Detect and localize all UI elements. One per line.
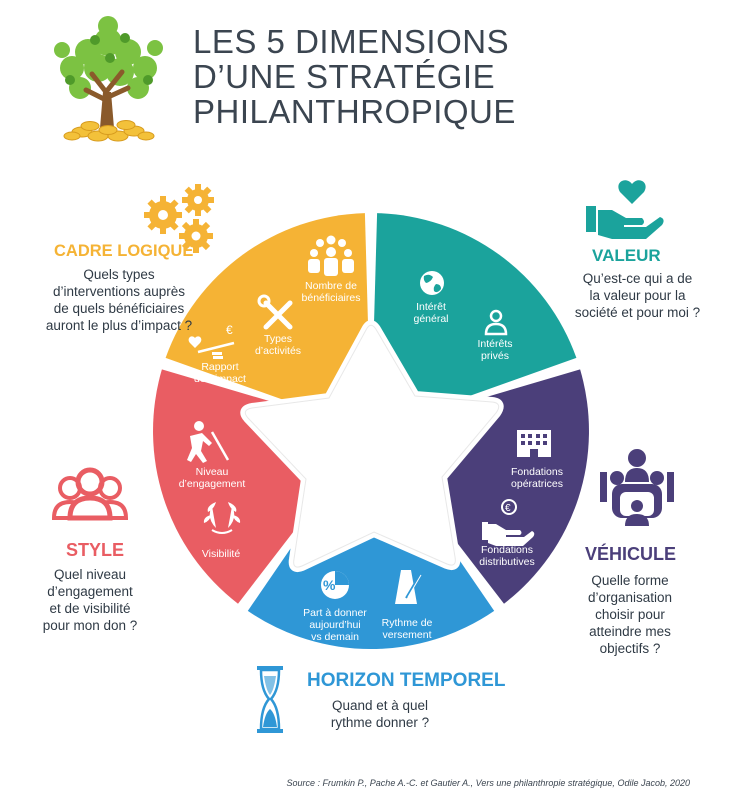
building-icon (517, 430, 551, 457)
laurel-icon (203, 502, 241, 534)
title-line-1: LES 5 DIMENSIONS (193, 23, 510, 60)
crowd-icon (308, 235, 354, 276)
gear-tooth (160, 226, 166, 234)
cadre-title: CADRE LOGIQUE (54, 242, 194, 260)
percent-pie-icon: % (321, 571, 349, 599)
euro-hand-icon: € (482, 499, 535, 546)
svg-text:€: € (226, 323, 233, 337)
gears-icon (144, 184, 214, 253)
gear-tooth (195, 208, 201, 216)
money-tree-icon (54, 16, 163, 142)
segment-label-visibilite: Visibilité (201, 548, 241, 560)
person-icon (484, 309, 508, 336)
gear-tooth (193, 245, 199, 253)
wheel-segment-valeur (371, 213, 577, 431)
page-title: LES 5 DIMENSIONS D’UNE STRATÉGIE PHILANT… (193, 24, 516, 129)
globe-icon (420, 271, 444, 295)
gear-tooth (193, 219, 199, 227)
heart-hand-icon (586, 180, 664, 239)
gear-tooth (160, 196, 166, 204)
title-line-2: D’UNE STRATÉGIE (193, 58, 496, 95)
digging-person-icon (187, 421, 230, 463)
source-citation: Source : Frumkin P., Pache A.-C. et Gaut… (286, 778, 690, 788)
hourglass-icon (257, 666, 283, 733)
style-title: STYLE (66, 540, 125, 560)
metronome-icon (395, 570, 422, 604)
valeur-title: VALEUR (592, 246, 661, 265)
svg-text:%: % (323, 577, 336, 593)
wheel-segment-horizon (247, 431, 495, 650)
balance-icon: € (188, 323, 235, 359)
gear-tooth (195, 184, 201, 192)
svg-text:€: € (505, 503, 511, 514)
meeting-icon (600, 449, 674, 526)
vehicule-title: VÉHICULE (585, 544, 677, 564)
tools-icon (257, 294, 293, 330)
title-line-3: PHILANTHROPIQUE (193, 93, 516, 130)
strategy-wheel (153, 213, 589, 650)
horizon-title: HORIZON TEMPOREL (307, 670, 506, 691)
people-icon (51, 467, 129, 521)
